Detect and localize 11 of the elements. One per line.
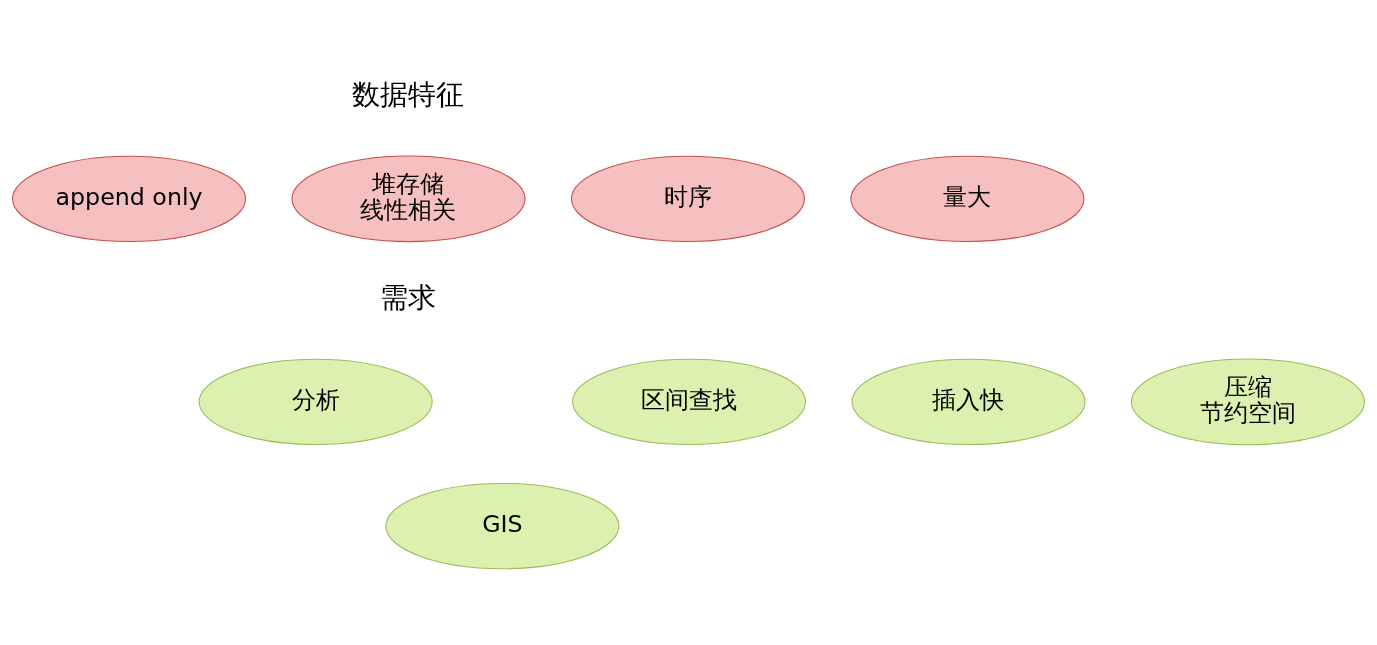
node-ellipse: 分析: [198, 358, 433, 445]
label: 需求: [380, 280, 437, 314]
node-ellipse: 量大: [850, 155, 1085, 242]
node-ellipse: 时序: [570, 155, 806, 242]
node-ellipse: 压缩 节约空间: [1130, 358, 1366, 445]
node-ellipse: append only: [11, 155, 247, 242]
node-ellipse: 插入快: [851, 358, 1086, 445]
label: 数据特征: [352, 77, 465, 111]
node-ellipse: GIS: [385, 482, 620, 569]
node-ellipse: 堆存储 线性相关: [291, 154, 526, 242]
node-ellipse: 区间查找: [571, 358, 807, 445]
